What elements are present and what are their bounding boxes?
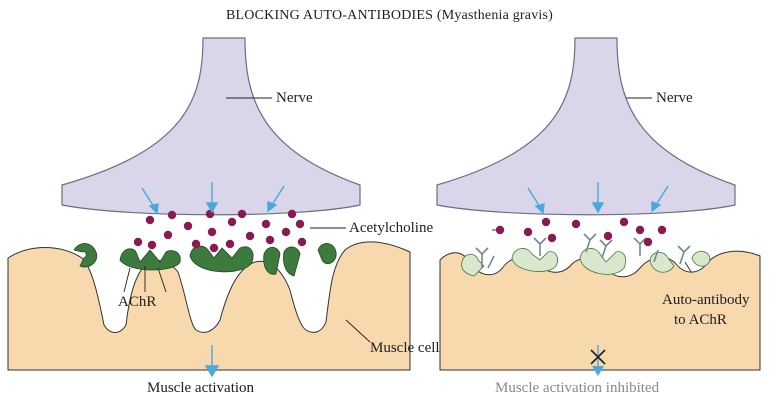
auto-antibodies <box>475 233 691 269</box>
achr-receptor <box>317 243 337 265</box>
achr-receptor <box>73 243 98 268</box>
achr-receptor-blocked <box>461 253 485 277</box>
achr-receptor-blocked <box>579 248 626 275</box>
acetylcholine-right <box>495 217 667 247</box>
nerve-terminal-right <box>436 37 736 216</box>
achr-receptor <box>189 245 254 273</box>
achr-receptor <box>263 246 281 275</box>
receptors-left <box>73 243 337 277</box>
label-nerve-left: Nerve <box>276 90 313 106</box>
acetylcholine-left <box>133 209 307 253</box>
release-arrows-right <box>527 182 669 215</box>
nerve-terminal-left <box>61 37 361 216</box>
label-nerve-right: Nerve <box>656 90 693 106</box>
label-outcome-right: Muscle activation inhibited <box>495 380 660 396</box>
achr-receptor <box>119 248 181 271</box>
label-muscle-cell: Muscle cell <box>370 340 440 356</box>
label-acetylcholine: Acetylcholine <box>349 220 434 236</box>
label-achr: AChR <box>118 294 157 310</box>
diagram-title: BLOCKING AUTO-ANTIBODIES (Myasthenia gra… <box>226 8 553 23</box>
activation-arrow-left <box>204 345 220 378</box>
label-outcome-left: Muscle activation <box>147 380 255 396</box>
label-auto-antibody: Auto-antibody <box>662 292 750 308</box>
achr-receptor-blocked <box>691 250 711 267</box>
achr-receptor <box>283 246 301 277</box>
block-x-icon <box>590 349 606 365</box>
receptors-right <box>461 248 711 277</box>
achr-receptor-blocked <box>511 248 558 272</box>
muscle-cell-left <box>7 241 411 371</box>
label-to-achr: to AChR <box>674 312 727 328</box>
inhibited-arrow-right <box>590 345 606 376</box>
release-arrows-left <box>141 182 285 215</box>
